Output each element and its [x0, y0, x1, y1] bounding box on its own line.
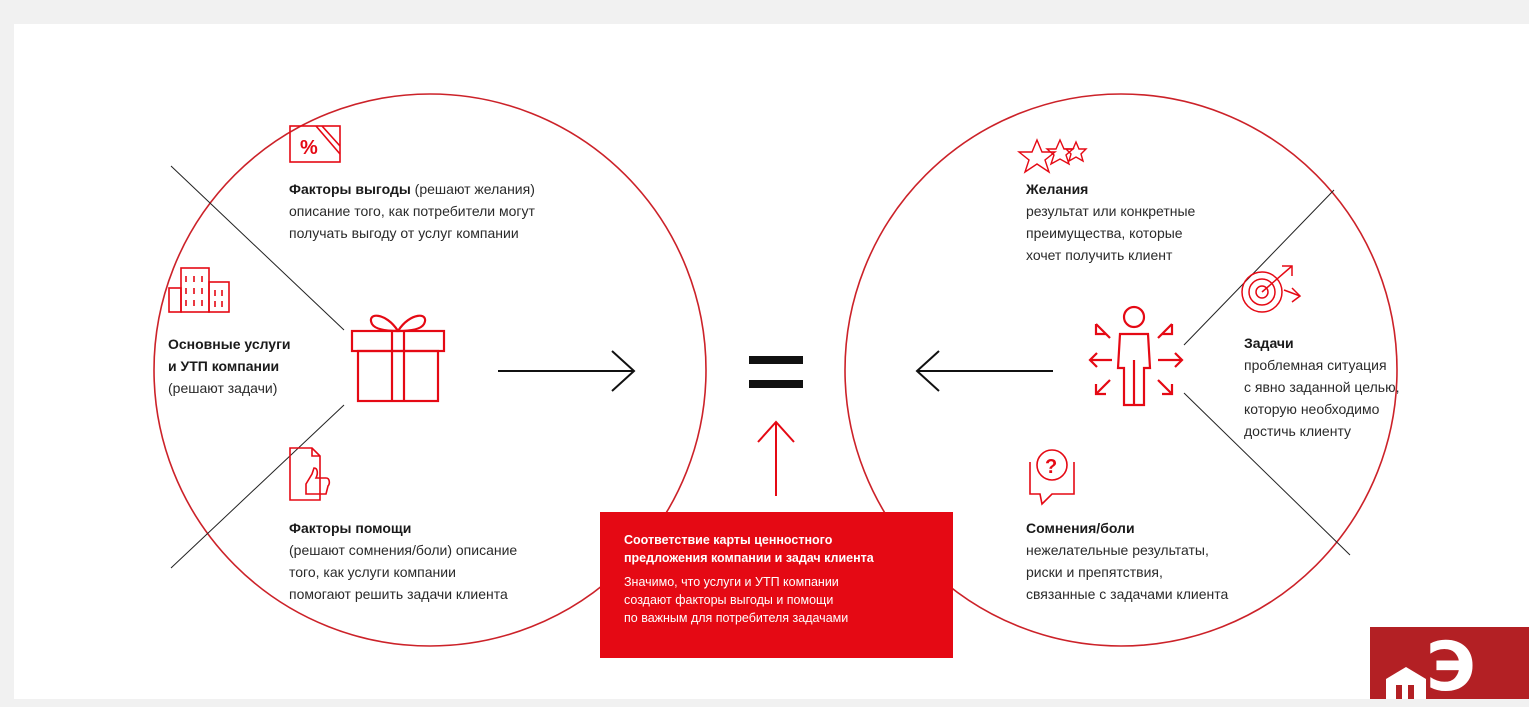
right-circle: [844, 93, 1398, 647]
relievers-line2: (решают сомнения/боли) описание: [289, 542, 518, 558]
tasks-line2: проблемная ситуация: [1244, 357, 1387, 373]
fit-summary-box: Соответствие карты ценностного предложен…: [600, 512, 953, 658]
products-line2: и УТП компании: [168, 358, 280, 374]
gains-line2: описание того, как потребители могут: [289, 203, 535, 219]
products-line1: Основные услуги: [168, 336, 291, 352]
wishes-line4: хочет получить клиент: [1026, 247, 1173, 263]
wishes-title: Желания: [1026, 181, 1089, 197]
relievers-line4: помогают решить задачи клиента: [289, 586, 508, 602]
pains-text: Сомнения/боли нежелательные результаты, …: [1026, 517, 1286, 605]
pains-line3: риски и препятствия,: [1026, 564, 1163, 580]
wishes-line3: преимущества, которые: [1026, 225, 1183, 241]
pains-title: Сомнения/боли: [1026, 520, 1135, 536]
tasks-text: Задачи проблемная ситуация с явно заданн…: [1244, 332, 1444, 442]
arrow-right-icon: [498, 350, 636, 392]
left-divider-upper: [170, 165, 345, 331]
logo-building-icon: [1386, 667, 1426, 699]
gains-line3: получать выгоду от услуг компании: [289, 225, 519, 241]
svg-text:?: ?: [1045, 456, 1057, 478]
buildings-icon: [168, 267, 230, 313]
gains-title: Факторы выгоды: [289, 181, 411, 197]
fit-summary-title: Соответствие карты ценностного предложен…: [624, 531, 953, 567]
equals-icon: [749, 356, 803, 388]
pains-line4: связанные с задачами клиента: [1026, 586, 1229, 602]
products-text: Основные услуги и УТП компании (решают з…: [168, 333, 328, 399]
person-arrows-icon: [1088, 305, 1184, 407]
fit-title-line1: Соответствие карты ценностного: [624, 533, 833, 547]
right-divider-upper: [1183, 189, 1335, 346]
tasks-line3: с явно заданной целью,: [1244, 379, 1400, 395]
left-circle: [153, 93, 707, 647]
tasks-title: Задачи: [1244, 335, 1294, 351]
products-line3: (решают задачи): [168, 380, 278, 396]
right-divider-lower: [1183, 392, 1351, 556]
percent-discount-icon: %: [289, 125, 341, 163]
wishes-text: Желания результат или конкретные преимущ…: [1026, 178, 1266, 266]
pains-line2: нежелательные результаты,: [1026, 542, 1209, 558]
brand-logo: Э: [1370, 627, 1529, 703]
fit-title-line2: предложения компании и задач клиента: [624, 551, 874, 565]
question-bubble-icon: ?: [1029, 449, 1075, 506]
stars-icon: [1017, 138, 1088, 174]
relievers-line3: того, как услуги компании: [289, 564, 456, 580]
relievers-title: Факторы помощи: [289, 520, 412, 536]
fit-body-line3: по важным для потребителя задачами: [624, 611, 849, 625]
wishes-line2: результат или конкретные: [1026, 203, 1196, 219]
arrow-up-icon: [757, 420, 795, 496]
left-divider-lower: [170, 404, 345, 569]
gains-title-suffix: (решают желания): [410, 181, 535, 197]
logo-text: Э: [1426, 628, 1476, 707]
gift-box-icon: [350, 314, 446, 403]
svg-text:%: %: [300, 137, 318, 159]
tasks-line5: достичь клиенту: [1244, 423, 1352, 439]
fit-body-line2: создают факторы выгоды и помощи: [624, 593, 834, 607]
arrow-left-icon: [915, 350, 1053, 392]
document-thumbs-up-icon: [289, 447, 331, 501]
tasks-line4: которую необходимо: [1244, 401, 1380, 417]
gains-text: Факторы выгоды (решают желания) описание…: [289, 178, 589, 244]
target-arrow-icon: [1241, 265, 1302, 313]
relievers-text: Факторы помощи (решают сомнения/боли) оп…: [289, 517, 589, 605]
fit-body-line1: Значимо, что услуги и УТП компании: [624, 575, 839, 589]
